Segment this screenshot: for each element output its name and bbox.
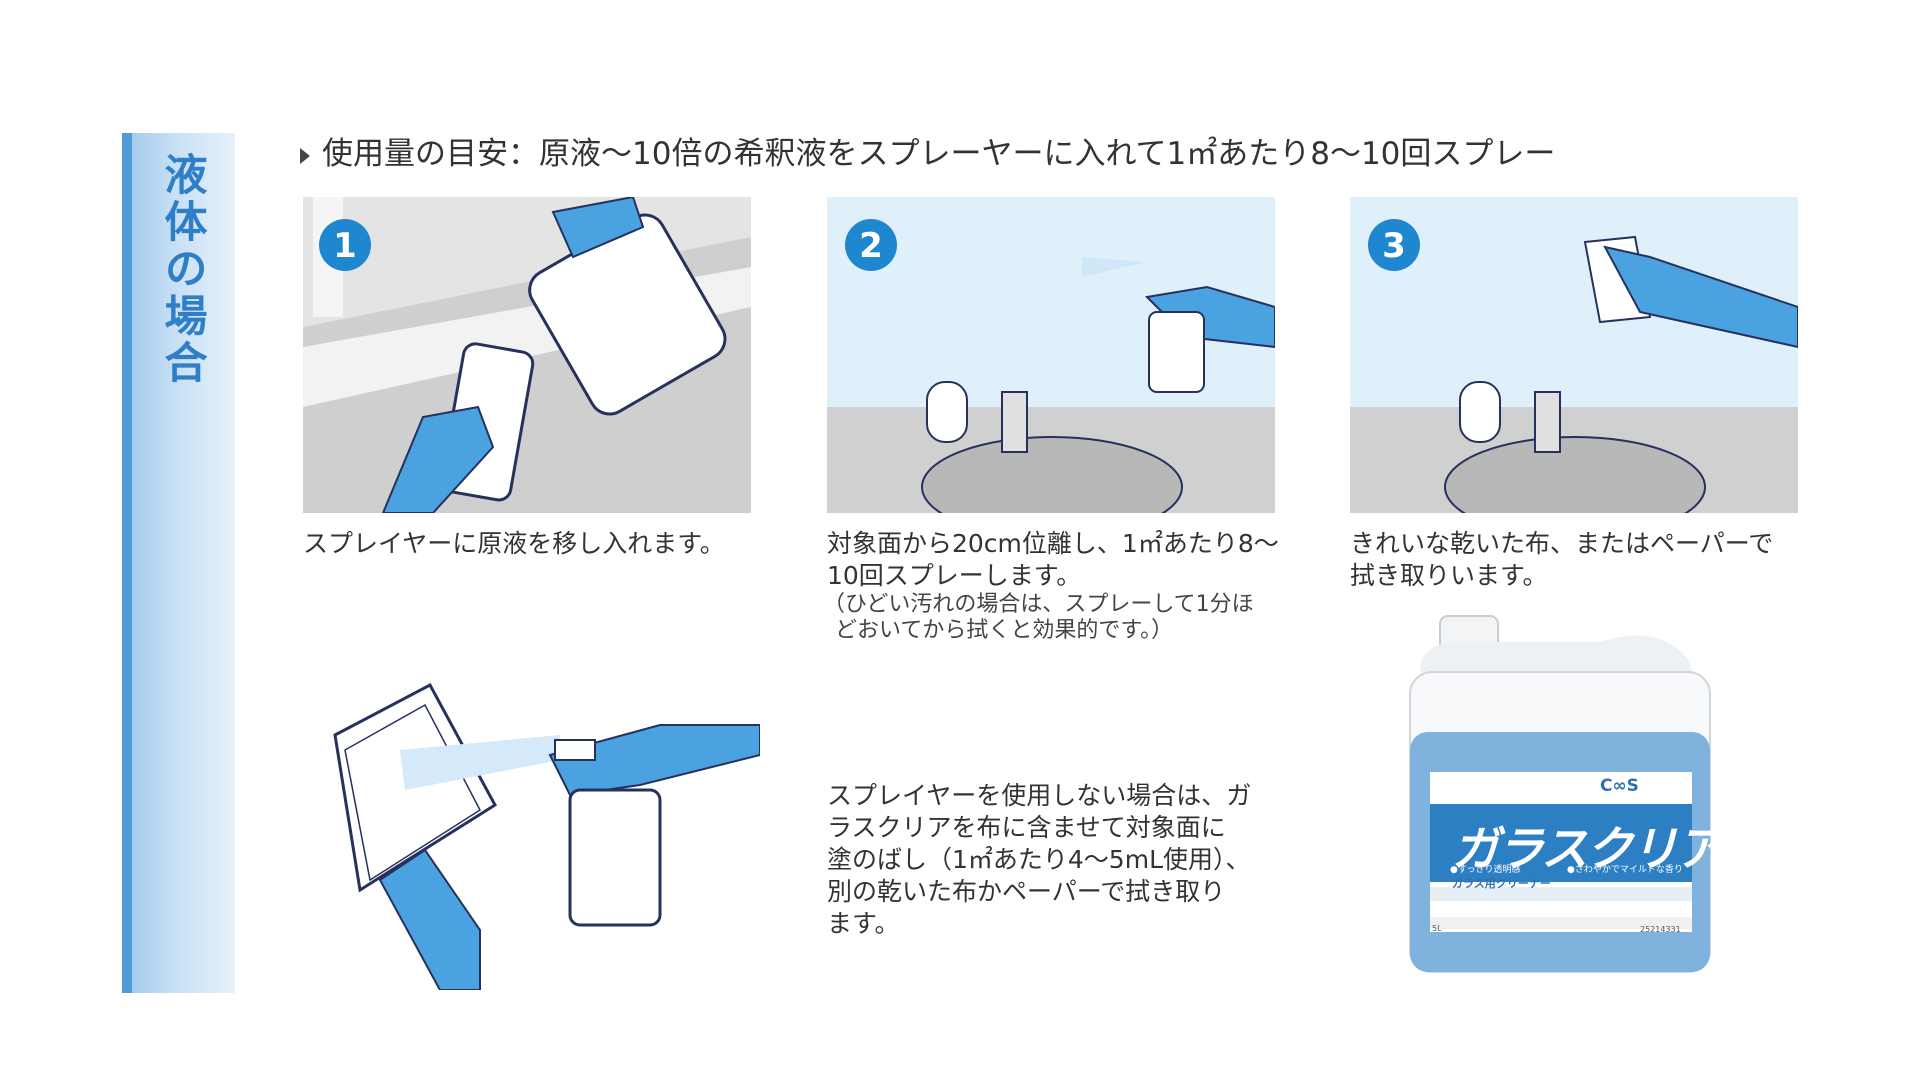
bullet-triangle-icon [300,147,310,164]
step-2-caption: 対象面から20cm位離し、1㎡あたり8〜 10回スプレーします。 [827,529,1279,590]
product-feature-2: ●さわやかでマイルドな香り [1567,865,1683,875]
alternative-instructions: スプレイヤーを使用しない場合は、ガ ラスクリアを布に含ませて対象面に 塗のばし（… [827,781,1252,938]
step-1-badge: 1 [333,226,357,266]
product-code: 25214331 [1640,925,1681,934]
step-2-badge: 2 [859,226,883,266]
step-1-illustration: 1 [303,197,751,513]
sidebar-edge [122,133,132,993]
product-brand: C∞S [1600,776,1639,796]
product-subtitle: ガラス用クリーナー [1452,877,1551,890]
product-volume: 5L [1432,924,1442,933]
step-3-caption: きれいな乾いた布、またはペーパーで 拭き取りいます。 [1350,529,1774,590]
product-feature-1: ●すっきり透明感 [1450,865,1521,875]
sidebar-band [122,133,235,993]
step-1-caption: スプレイヤーに原液を移し入れます。 [303,529,725,558]
usage-text: 使用量の目安：原液〜10倍の希釈液をスプレーヤーに入れて1㎡あたり8〜10回スプ… [322,136,1556,172]
cloth-spray-illustration [330,680,761,991]
step-3-illustration: 3 [1350,197,1798,513]
step-2-note: （ひどい汚れの場合は、スプレーして1分ほ どおいてから拭くと効果的です。） [823,592,1254,643]
product-bottle [1400,612,1718,980]
usage-guideline: 使用量の目安：原液〜10倍の希釈液をスプレーヤーに入れて1㎡あたり8〜10回スプ… [300,128,1555,173]
step-3-badge: 3 [1382,226,1406,266]
step-2-illustration: 2 [827,197,1275,513]
product-name: ガラスクリア [1452,822,1723,877]
section-title: 液体の場合 [157,152,207,387]
